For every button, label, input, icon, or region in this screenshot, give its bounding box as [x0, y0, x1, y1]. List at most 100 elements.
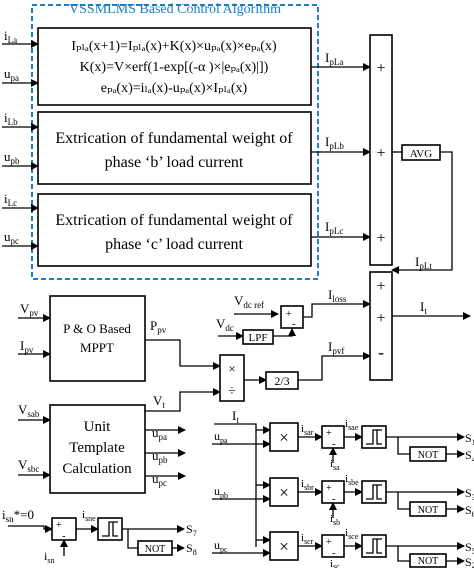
label-vdcref: Vdc ref [234, 293, 264, 310]
label-vt: Vt [153, 393, 165, 410]
mppt-block [49, 295, 146, 382]
label-isae: isae [345, 418, 359, 432]
label-s1: S1 [465, 431, 474, 447]
sum-n-minus: - [62, 530, 66, 542]
mult-c [269, 531, 299, 561]
label-s3: S3 [465, 486, 474, 502]
sum2-plus-b: + [376, 310, 385, 327]
sum1-plus-a: + [376, 60, 385, 77]
sum-b-plus: + [326, 483, 332, 494]
label-iplb: IpLb [325, 134, 344, 151]
mult-c-symbol: × [279, 537, 289, 556]
sum2-minus: - [378, 342, 384, 362]
mult-b [269, 477, 299, 507]
utc-line1: Unit [84, 419, 112, 435]
label-isbe: isbe [345, 473, 359, 487]
block-phase-b [37, 111, 312, 185]
utc-out-upa: upa [152, 425, 167, 442]
unit-template-block [49, 404, 146, 494]
not-c-label: NOT [418, 556, 439, 567]
utc-out-upc: upc [152, 471, 167, 488]
label-iplt: IpLt [415, 254, 432, 271]
utc-line2: Template [69, 440, 125, 456]
label-iplc: IpLc [325, 219, 343, 236]
not-b-label: NOT [418, 505, 439, 516]
label-ipvf: Ipvf [328, 339, 344, 356]
div-block [219, 354, 245, 402]
label-ilb: iLb [4, 110, 18, 127]
hyst-n [97, 517, 123, 541]
block-c-line1: Extrication of fundamental weight of [55, 212, 293, 229]
block-phase-a [37, 27, 312, 106]
block-a-eq2: K(x)=V×erf(1-exp[(-α )×|eₚₐ(x)|]) [80, 60, 269, 75]
label-isn: isn*=0 [2, 507, 34, 524]
block-a-eq1: Iₚₗₐ(x+1)=Iₚₗₐ(x)+K(x)×uₚₐ(x)×eₚₐ(x) [71, 39, 277, 54]
hyst-a [361, 425, 387, 449]
mult-a-symbol: × [279, 428, 289, 447]
sum-c-plus: + [326, 537, 332, 548]
label-upc: upc [4, 229, 19, 246]
block-c-line2: phase ‘c’ load current [105, 236, 243, 253]
lpf-label: LPF [249, 332, 268, 344]
input-wires-top [2, 40, 39, 250]
twothirds-label: 2/3 [274, 374, 289, 388]
hyst-b-icon [366, 484, 382, 500]
label-s8: S8 [186, 541, 197, 557]
label-isar: isar [301, 423, 314, 437]
not-a-label: NOT [418, 450, 439, 461]
label-s7: S7 [186, 522, 197, 538]
label-vpv: Vpv [20, 301, 39, 318]
sum-loss-plus: + [286, 309, 292, 320]
label-iloss: Iloss [328, 287, 347, 304]
label-isb: isb [330, 513, 340, 527]
sum-loss-minus: - [292, 318, 296, 330]
sum-bar-1 [369, 34, 393, 266]
block-a-eq3: eₚₐ(x)=iₗₐ(x)-uₚₐ(x)×Iₚₗₐ(x) [101, 81, 248, 96]
hyst-n-icon [102, 521, 118, 537]
hyst-b [361, 480, 387, 504]
sum1-plus-c: + [376, 230, 385, 247]
sum-n-plus: + [56, 520, 62, 531]
div-times: × [228, 361, 235, 376]
label-vdc: Vdc [216, 316, 234, 333]
mult-a [269, 422, 299, 452]
div-symbol: ÷ [228, 384, 236, 399]
mppt-line2: MPPT [80, 340, 114, 355]
block-b-line1: Extrication of fundamental weight of [55, 130, 293, 147]
sum1-plus-b: + [376, 145, 385, 162]
gate-c-upc: upc [214, 538, 228, 554]
sum-a-minus: - [332, 438, 336, 450]
label-ilc: iLc [4, 191, 17, 208]
sum-c-minus: - [332, 547, 336, 559]
sum-a-plus: + [326, 428, 332, 439]
label-vsab: Vsab [18, 402, 40, 419]
label-isne: isne [82, 509, 96, 523]
not-n-label: NOT [145, 544, 166, 555]
label-ppv: Ppv [150, 318, 167, 335]
label-s2: S2 [465, 555, 474, 568]
label-it: It [420, 299, 427, 316]
mult-b-symbol: × [279, 483, 289, 502]
label-s5: S5 [465, 540, 474, 556]
label-isa: isa [330, 458, 340, 472]
label-it-dist: It [232, 408, 239, 425]
label-s6: S6 [465, 503, 474, 519]
sum2-plus-a: + [376, 278, 385, 295]
label-isn-meas: isn [44, 549, 54, 565]
label-iscr: iscr [301, 532, 314, 546]
label-isce: isce [345, 527, 359, 541]
label-isbr: isbr [301, 478, 314, 492]
hyst-c [361, 534, 387, 558]
label-ipv: Ipv [20, 338, 34, 355]
gate-b-upb: upb [214, 484, 228, 500]
sum-bar-2 [369, 271, 393, 381]
label-isc: isc [330, 558, 340, 568]
avg-label: AVG [410, 148, 432, 160]
hyst-c-icon [366, 538, 382, 554]
block-phase-c [37, 193, 312, 267]
label-s4: S4 [465, 448, 474, 464]
mppt-line1: P & O Based [63, 321, 131, 336]
utc-line3: Calculation [62, 461, 132, 477]
block-b-line2: phase ‘b’ load current [105, 154, 244, 171]
